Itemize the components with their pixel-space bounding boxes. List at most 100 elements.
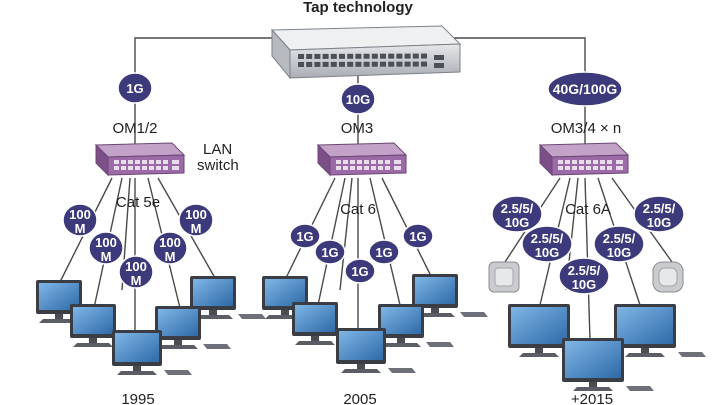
keyboard-icon [203, 344, 231, 349]
badge-label-line2: M [165, 249, 176, 264]
desktop-monitor-icon [378, 304, 454, 347]
badge-label-line1: 100 [185, 207, 207, 222]
lan-switch-icon [316, 142, 408, 177]
switch-label-line1: LAN [203, 141, 232, 158]
core-port [314, 61, 321, 67]
speed-badge: 1G [368, 239, 400, 265]
uplink-badge: 1G [117, 72, 153, 104]
badge-label-line1: 2.5/5/ [531, 231, 564, 246]
core-port [434, 63, 444, 68]
speed-badge: 2.5/5/10G [593, 225, 645, 263]
year-label: +2015 [571, 391, 613, 405]
badge-label-line1: 2.5/5/ [568, 263, 601, 278]
desktop-monitor-icon [614, 304, 706, 357]
badge-label-line2: M [191, 221, 202, 236]
core-port [380, 61, 386, 67]
core-port [412, 53, 419, 59]
badge-label-line1: 100 [95, 235, 117, 250]
lan-switch-icon [94, 142, 186, 177]
core-port [298, 54, 304, 59]
uplink-badge: 40G/100G [547, 71, 623, 107]
badge-label-line2: 10G [607, 245, 632, 260]
badge-label-line1: 100 [125, 259, 147, 274]
core-port [404, 53, 411, 59]
diagram-title: Tap technology [303, 0, 413, 16]
badge-label-line2: M [75, 221, 86, 236]
badge-label-line2: 10G [647, 215, 672, 230]
keyboard-icon [426, 342, 454, 347]
core-port [339, 61, 345, 67]
core-port [306, 53, 313, 59]
badge-label-line1: 2.5/5/ [603, 231, 636, 246]
keyboard-icon [164, 370, 192, 375]
badge-label: 1G [409, 229, 426, 244]
speed-badge: 2.5/5/10G [633, 195, 685, 233]
core-port [388, 53, 395, 59]
desktop-monitor-icon [336, 328, 416, 373]
keyboard-icon [626, 386, 654, 391]
fiber-label: OM3 [341, 120, 374, 137]
badge-label: 1G [321, 245, 338, 260]
badge-label-line1: 100 [159, 235, 181, 250]
badge-label: 1G [351, 264, 368, 279]
core-port [330, 53, 337, 59]
lan-switch-icon [538, 142, 630, 177]
badge-label-line2: 10G [505, 215, 530, 230]
desktop-monitor-icon [412, 274, 488, 317]
year-label: 2005 [343, 391, 376, 405]
cable-label: Cat 5e [116, 194, 160, 211]
badge-label-line1: 2.5/5/ [643, 201, 676, 216]
core-port [421, 53, 427, 59]
core-switch-icon [270, 25, 462, 80]
core-port [322, 61, 329, 67]
core-port [314, 53, 321, 59]
keyboard-icon [388, 368, 416, 373]
core-port [371, 61, 378, 67]
core-port [412, 61, 419, 67]
desktop-monitor-icon [155, 306, 231, 349]
desktop-monitor-icon [112, 330, 192, 375]
cable-label: Cat 6 [340, 201, 376, 218]
fiber-label: OM1/2 [112, 120, 157, 137]
speed-badge: 1G [289, 223, 321, 249]
core-port [363, 53, 370, 59]
core-port [306, 61, 313, 67]
badge-label-line2: 10G [535, 245, 560, 260]
cable-label: Cat 6A [565, 201, 611, 218]
core-port [347, 53, 354, 59]
core-port [421, 61, 427, 67]
badge-label: 1G [375, 245, 392, 260]
core-port [298, 62, 304, 67]
wireless-access-point-icon [488, 261, 520, 293]
core-port [404, 61, 411, 67]
core-port [434, 55, 444, 60]
badge-label-line2: M [131, 273, 142, 288]
badge-label: 1G [296, 229, 313, 244]
switch-label-line2: switch [197, 157, 239, 174]
desktop-monitor-icon [508, 304, 600, 357]
core-port [363, 61, 370, 67]
speed-badge: 2.5/5/10G [558, 257, 610, 295]
badge-label: 1G [126, 81, 143, 96]
core-port [388, 61, 395, 67]
desktop-monitor-icon [562, 338, 654, 391]
core-port [355, 53, 362, 59]
badge-label: 10G [346, 92, 371, 107]
speed-badge: 1G [344, 258, 376, 284]
speed-badge: 2.5/5/10G [521, 225, 573, 263]
uplink-badge: 10G [340, 83, 376, 115]
desktop-monitor-icon [190, 276, 266, 319]
core-port [347, 61, 354, 67]
core-port [396, 53, 403, 59]
badge-label-line2: M [101, 249, 112, 264]
core-port [355, 61, 362, 67]
fiber-label: OM3/4 × n [551, 120, 621, 137]
core-port [339, 53, 345, 59]
badge-label-line1: 100 [69, 207, 91, 222]
wireless-access-point-icon [652, 261, 684, 293]
